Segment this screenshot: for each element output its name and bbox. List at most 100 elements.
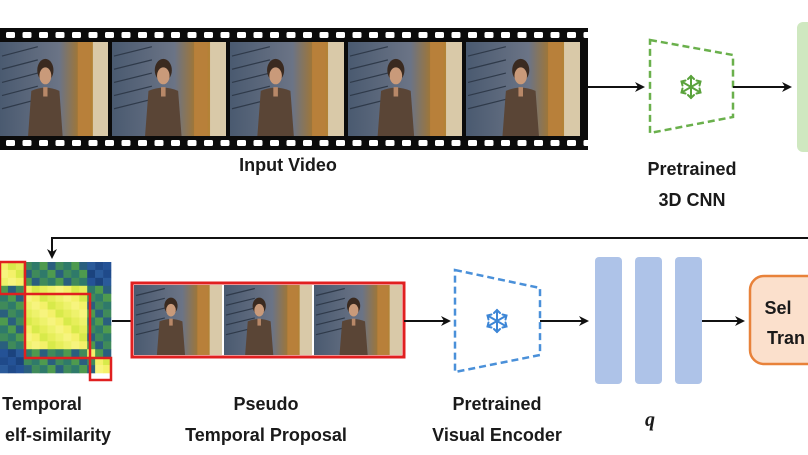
heatmap-cell xyxy=(7,262,17,271)
heatmap-cell xyxy=(39,365,48,374)
sprocket-hole xyxy=(138,140,147,146)
heatmap-cell xyxy=(47,301,56,310)
sprocket-hole xyxy=(369,32,378,38)
snowflake-icon xyxy=(486,308,508,334)
heatmap-cell xyxy=(55,317,64,326)
similarity-block-3 xyxy=(88,356,113,382)
heatmap-cell xyxy=(0,277,9,287)
heatmap-cell xyxy=(31,349,40,358)
heatmap-cell xyxy=(15,309,25,318)
heatmap-cell xyxy=(23,309,33,318)
heatmap-cell xyxy=(47,309,56,318)
heatmap-cell xyxy=(63,365,72,374)
sprocket-hole xyxy=(402,140,411,146)
heatmap-cell xyxy=(55,269,64,279)
heatmap-cell xyxy=(71,365,80,374)
heatmap-cell xyxy=(103,333,112,342)
video-frame xyxy=(466,42,580,136)
heatmap-cell xyxy=(0,333,9,342)
heatmap-cell xyxy=(63,333,72,342)
heatmap-cell xyxy=(79,357,88,366)
transformer-label-line2: Tran xyxy=(767,328,805,348)
sprocket-hole xyxy=(220,32,230,38)
heatmap-cell xyxy=(39,285,48,295)
encoder-label-line1: Pretrained xyxy=(452,394,541,414)
sprocket-hole xyxy=(484,140,494,146)
similarity-block-2 xyxy=(23,292,92,360)
heatmap-cell xyxy=(87,277,96,287)
heatmap-cell xyxy=(55,365,64,374)
similarity-block-1 xyxy=(0,260,27,296)
heatmap-cell xyxy=(87,333,96,342)
heatmap-cell xyxy=(95,325,104,334)
sprocket-hole xyxy=(187,32,197,38)
sprocket-hole xyxy=(484,32,494,38)
heatmap-cell xyxy=(79,341,88,350)
heatmap-cell xyxy=(31,309,40,318)
sprocket-hole xyxy=(435,140,444,146)
heatmap-cell xyxy=(95,262,104,271)
sprocket-hole xyxy=(138,32,147,38)
self-transformer-block xyxy=(748,274,808,366)
video-frame xyxy=(230,42,344,136)
query-label: q xyxy=(645,409,655,431)
video-frame xyxy=(224,285,312,355)
sprocket-hole xyxy=(6,32,15,38)
heatmap-cell xyxy=(103,269,112,279)
heatmap-cell xyxy=(7,285,17,295)
heatmap-cell xyxy=(87,357,96,366)
heatmap-cell xyxy=(95,341,104,350)
heatmap-cell xyxy=(7,341,17,350)
heatmap-cell xyxy=(103,262,112,271)
heatmap-cell xyxy=(7,349,17,358)
heatmap-cell xyxy=(31,285,40,295)
heatmap-cell xyxy=(79,325,88,334)
sprocket-hole xyxy=(270,140,279,146)
heatmap-cell xyxy=(0,325,9,334)
sprocket-hole xyxy=(270,32,279,38)
heatmap-cell xyxy=(95,309,104,318)
sprocket-hole xyxy=(517,140,527,146)
heatmap-cell xyxy=(7,317,17,326)
heatmap-cell xyxy=(47,341,56,350)
sprocket-hole xyxy=(220,140,230,146)
heatmap-cell xyxy=(71,293,80,302)
sprocket-hole xyxy=(435,32,444,38)
heatmap-cell xyxy=(0,309,9,318)
heatmap-cell xyxy=(47,269,56,279)
sprocket-hole xyxy=(121,140,131,146)
heatmap-cell xyxy=(79,301,88,310)
heatmap-cell xyxy=(55,325,64,334)
heatmap-cell xyxy=(71,333,80,342)
heatmap-cell xyxy=(39,341,48,350)
heatmap-cell xyxy=(15,262,25,271)
transformer-box xyxy=(748,274,808,366)
heatmap-cell xyxy=(55,309,64,318)
heatmap-cell xyxy=(87,262,96,271)
heatmap-cell xyxy=(63,269,72,279)
heatmap-cell xyxy=(47,325,56,334)
heatmap-cell xyxy=(39,277,48,287)
heatmap-cell xyxy=(103,349,112,358)
clip-feature-box xyxy=(797,22,808,152)
heatmap-cell xyxy=(87,341,96,350)
heatmap-cell xyxy=(0,285,9,295)
heatmap-cell xyxy=(15,269,25,279)
input-video-filmstrip xyxy=(0,28,593,150)
heatmap-cell xyxy=(95,277,104,287)
heatmap-cell xyxy=(39,349,48,358)
heatmap-cell xyxy=(47,285,56,295)
heatmap-cell xyxy=(7,269,17,279)
heatmap-cell xyxy=(95,365,104,374)
heatmap-cell xyxy=(39,293,48,302)
sprocket-hole xyxy=(352,140,362,146)
query-bar xyxy=(595,257,622,384)
heatmap-cell xyxy=(39,325,48,334)
heatmap-cell xyxy=(0,293,9,302)
heatmap-cell xyxy=(95,301,104,310)
heatmap-cell xyxy=(63,277,72,287)
video-frame xyxy=(112,42,226,136)
heatmap-cell xyxy=(47,293,56,302)
video-frame xyxy=(314,285,402,355)
